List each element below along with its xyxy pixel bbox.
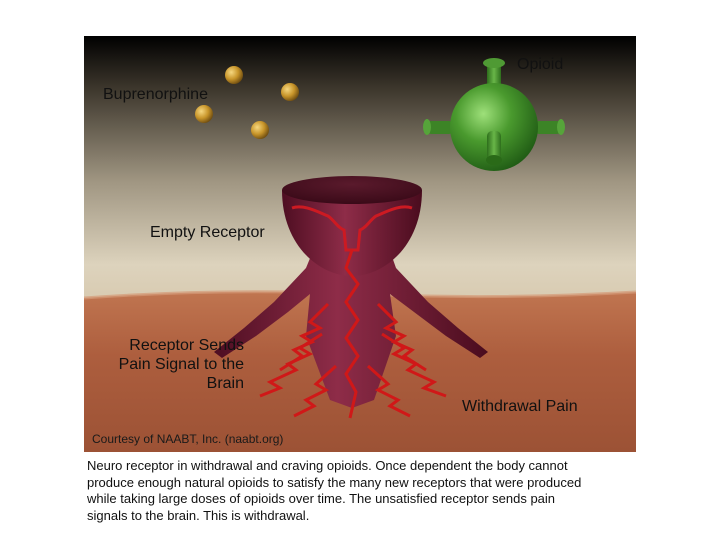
empty-receptor-label: Empty Receptor <box>150 224 265 241</box>
opioid-molecule <box>423 58 565 171</box>
illustration-graphic <box>84 36 636 452</box>
buprenorphine-label: Buprenorphine <box>103 86 208 103</box>
opioid-label: Opioid <box>517 56 564 73</box>
receptor-signal-label: Receptor Sends Pain Signal to the Brain <box>84 336 244 393</box>
receptor-illustration: Opioid Buprenorphine Empty Receptor Rece… <box>84 36 636 452</box>
image-credit: Courtesy of NAABT, Inc. (naabt.org) <box>92 432 284 446</box>
pain-signals <box>259 249 447 419</box>
receptor <box>214 176 488 408</box>
buprenorphine-molecules <box>195 66 299 139</box>
caption-line: while taking large doses of opioids over… <box>87 491 556 507</box>
receptor-signal-line: Pain Signal to the <box>118 356 244 373</box>
caption-line: Neuro receptor in withdrawal and craving… <box>87 458 568 473</box>
receptor-signal-line: Receptor Sends <box>129 337 244 354</box>
caption-line: signals to the brain. This is withdrawal… <box>87 507 310 523</box>
withdrawal-pain-label: Withdrawal Pain <box>462 398 578 415</box>
caption: Neuro receptor in withdrawal and craving… <box>87 458 627 524</box>
caption-line: produce enough natural opioids to satisf… <box>87 474 582 490</box>
receptor-signal-line: Brain <box>206 375 244 392</box>
